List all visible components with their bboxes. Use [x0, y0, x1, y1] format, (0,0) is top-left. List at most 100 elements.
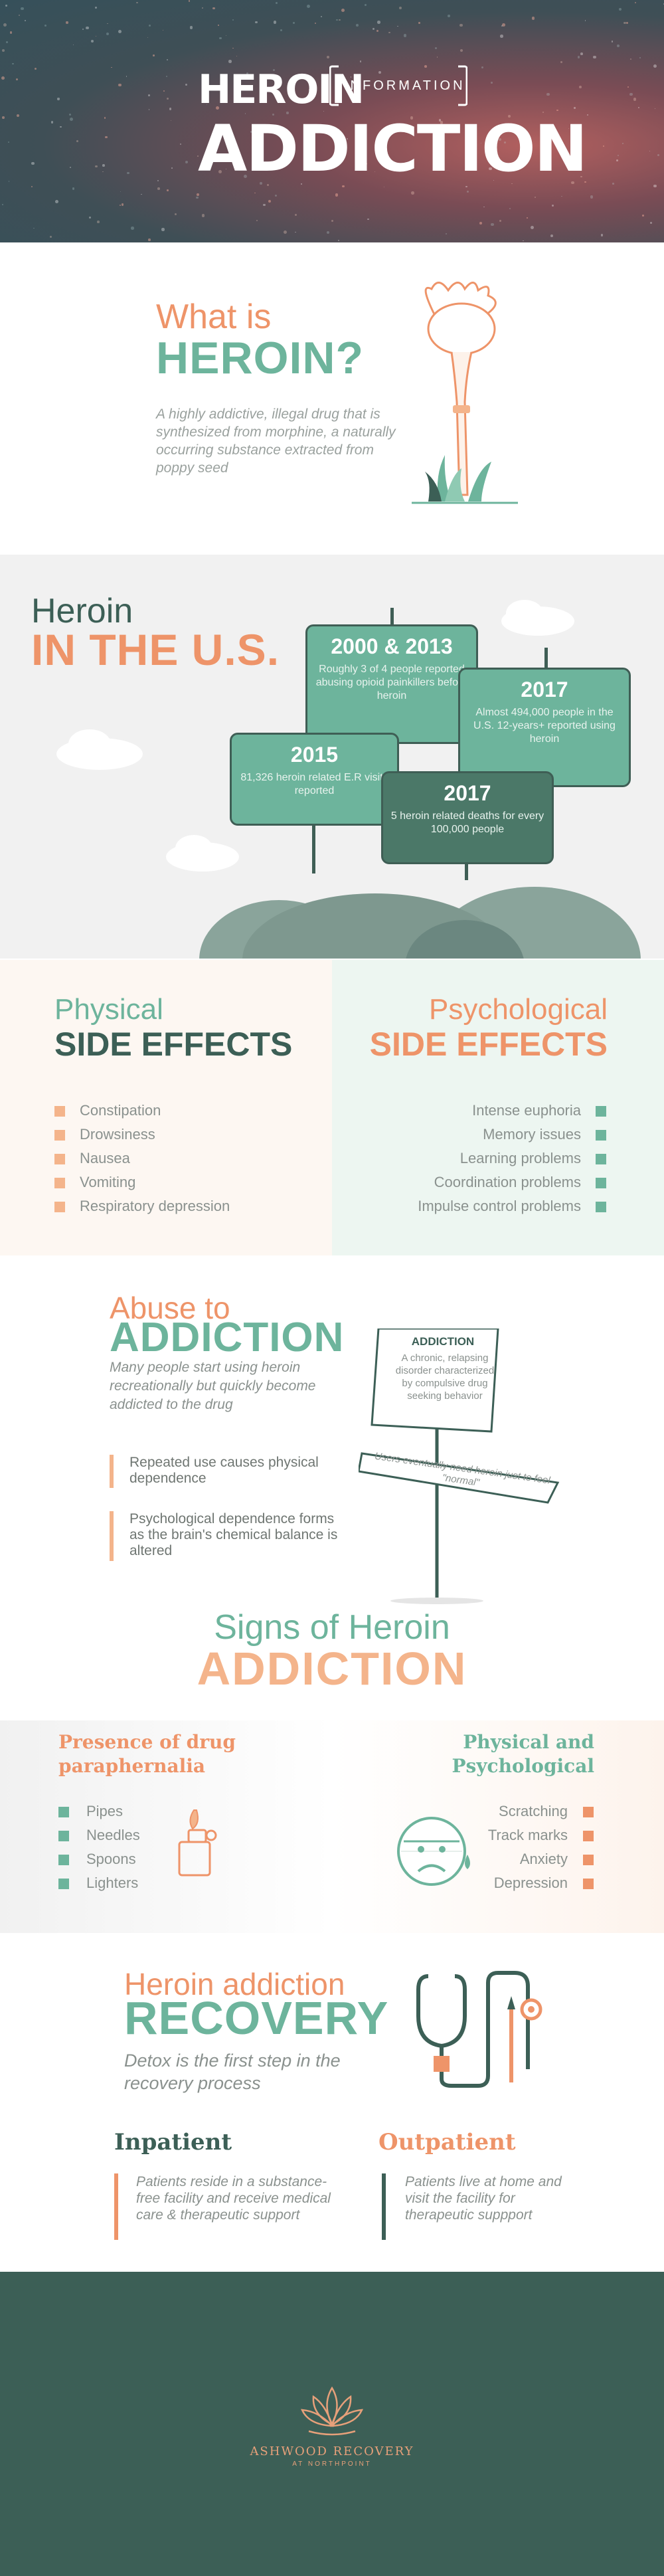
- list-item: Respiratory depression: [80, 1198, 230, 1214]
- texture-speck: [418, 22, 420, 24]
- texture-speck: [179, 143, 182, 145]
- recovery-subtitle: RECOVERY: [124, 1992, 389, 2044]
- texture-speck: [255, 21, 258, 24]
- texture-speck: [436, 125, 438, 128]
- list-item: Track marks: [487, 1827, 568, 1843]
- stat-sign-2015: 2015 81,326 heroin related E.R visits re…: [230, 733, 399, 826]
- list-item: Anxiety: [519, 1851, 568, 1867]
- texture-speck: [618, 154, 620, 156]
- texture-speck: [434, 46, 438, 50]
- list-item: Spoons: [86, 1851, 136, 1867]
- texture-speck: [12, 62, 14, 64]
- heroin-in-us-section: Heroin IN THE U.S. 2000 & 2013 Roughly 3…: [0, 555, 664, 960]
- info-bracket-icon: [329, 65, 467, 106]
- texture-speck: [174, 213, 177, 216]
- list-item: Intense euphoria: [472, 1102, 581, 1119]
- texture-speck: [411, 132, 413, 134]
- texture-speck: [188, 0, 191, 2]
- texture-speck: [335, 193, 339, 197]
- stat-text: Almost 494,000 people in the U.S. 12-yea…: [473, 707, 616, 745]
- bullet-icon: [54, 1106, 65, 1117]
- texture-speck: [503, 141, 506, 143]
- texture-speck: [147, 37, 149, 39]
- texture-speck: [197, 155, 199, 157]
- texture-speck: [31, 185, 33, 187]
- texture-speck: [69, 113, 72, 116]
- stat-text: 81,326 heroin related E.R visits reporte…: [240, 772, 388, 796]
- texture-speck: [663, 3, 664, 5]
- header-tag: INFORMATION: [344, 78, 465, 93]
- texture-speck: [94, 6, 97, 9]
- texture-speck: [169, 108, 171, 110]
- texture-speck: [445, 232, 448, 235]
- texture-speck: [338, 239, 340, 241]
- texture-speck: [376, 30, 379, 33]
- texture-speck: [111, 66, 112, 68]
- sad-face-icon: [397, 1817, 470, 1886]
- texture-speck: [627, 86, 629, 88]
- texture-speck: [275, 2, 278, 4]
- texture-speck: [556, 109, 559, 112]
- inpatient-bar: [114, 2173, 118, 2240]
- texture-speck: [397, 25, 398, 27]
- texture-speck: [196, 196, 199, 199]
- signs-subtitle: ADDICTION: [197, 1643, 467, 1695]
- texture-speck: [60, 126, 62, 128]
- texture-speck: [579, 142, 582, 145]
- texture-speck: [82, 28, 84, 31]
- texture-speck: [166, 58, 169, 60]
- landscape-illustration: [0, 600, 664, 960]
- texture-speck: [359, 60, 362, 62]
- texture-speck: [447, 14, 450, 17]
- texture-speck: [612, 183, 614, 185]
- texture-speck: [580, 52, 583, 55]
- texture-speck: [185, 83, 188, 86]
- texture-speck: [196, 193, 199, 196]
- texture-speck: [635, 1, 637, 3]
- texture-speck: [489, 167, 492, 171]
- texture-speck: [528, 139, 530, 140]
- texture-speck: [104, 136, 108, 139]
- texture-speck: [306, 5, 310, 9]
- texture-speck: [102, 164, 105, 167]
- texture-speck: [250, 131, 252, 133]
- texture-speck: [25, 19, 27, 21]
- recovery-description: Detox is the first step in the recovery …: [124, 2051, 341, 2093]
- texture-speck: [438, 119, 442, 122]
- list-item: Constipation: [80, 1102, 161, 1119]
- texture-speck: [1, 49, 5, 52]
- texture-speck: [263, 203, 266, 207]
- what-is-title: What is: [156, 298, 272, 336]
- bullet-icon: [54, 1130, 65, 1141]
- texture-speck: [167, 189, 169, 192]
- psychological-subtitle: SIDE EFFECTS: [369, 1026, 608, 1063]
- texture-speck: [202, 7, 203, 9]
- texture-speck: [470, 142, 473, 145]
- texture-speck: [272, 114, 274, 116]
- texture-speck: [372, 28, 374, 31]
- texture-speck: [616, 159, 619, 162]
- header-banner: HEROIN INFORMATION ADDICTION: [0, 0, 664, 242]
- physical-psych-panel: [332, 1720, 664, 1933]
- texture-speck: [148, 94, 150, 96]
- texture-speck: [44, 25, 46, 27]
- recovery-title: Heroin addiction: [124, 1967, 345, 2001]
- texture-speck: [356, 24, 359, 27]
- texture-speck: [546, 92, 550, 96]
- texture-speck: [404, 80, 408, 84]
- texture-speck: [374, 171, 375, 172]
- texture-speck: [185, 161, 189, 164]
- bullet-icon: [583, 1855, 594, 1865]
- texture-speck: [50, 236, 52, 238]
- texture-speck: [246, 72, 249, 75]
- texture-speck: [361, 163, 363, 165]
- paraphernalia-panel: [0, 1720, 332, 1933]
- texture-speck: [245, 113, 246, 114]
- stat-text: Roughly 3 of 4 people reported abusing o…: [315, 664, 468, 701]
- texture-speck: [467, 135, 469, 138]
- texture-speck: [218, 169, 222, 173]
- bullet-icon: [54, 1178, 65, 1188]
- texture-speck: [584, 181, 586, 183]
- footer-brand: ASHWOOD RECOVERY: [250, 2444, 414, 2458]
- abuse-title: Abuse to: [110, 1291, 230, 1325]
